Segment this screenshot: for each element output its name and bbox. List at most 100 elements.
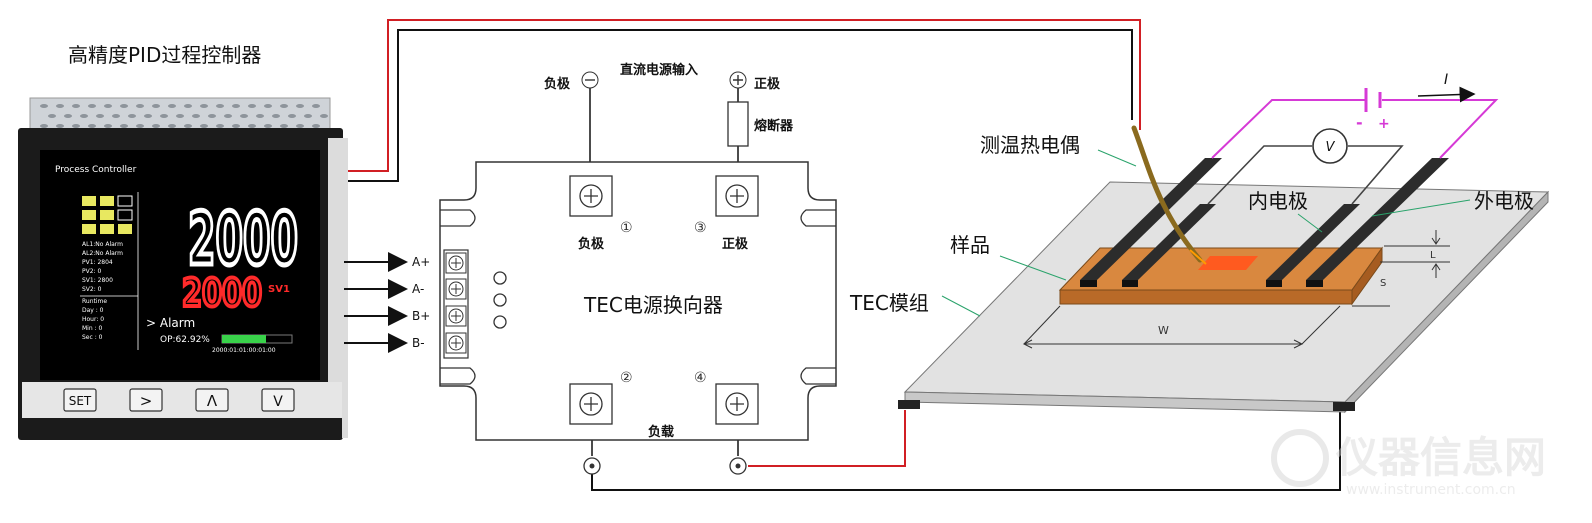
vent-hole (232, 104, 240, 108)
current-circuit (1211, 88, 1499, 159)
inner-electrode-left (1122, 204, 1216, 280)
input-label: B+ (412, 309, 430, 323)
status-indicators (82, 195, 133, 234)
set-button[interactable]: SET (63, 388, 97, 412)
status-line: PV1: 2804 (82, 259, 113, 266)
indicator-led (493, 315, 507, 329)
thermocouple-label: 测温热电偶 (980, 133, 1080, 157)
vent-hole (120, 124, 128, 128)
vent-hole (80, 114, 88, 118)
status-line: AL2:No Alarm (82, 250, 123, 257)
watermark: 仪器信息网 www.instrument.com.cn (1271, 429, 1546, 498)
input-terminal-block (443, 249, 469, 359)
vent-hole (168, 124, 176, 128)
pv-display: 2000 (188, 197, 298, 281)
watermark-url: www.instrument.com.cn (1346, 482, 1516, 498)
controller-title: 高精度PID过程控制器 (68, 43, 261, 67)
indicator-led (493, 293, 507, 307)
battery-minus: - (1356, 113, 1363, 132)
load-terminal-neg-dot (589, 463, 595, 469)
vent-hole (64, 114, 72, 118)
runtime-line: Min : 0 (82, 325, 102, 332)
tec-module-label: TEC模组 (849, 291, 929, 315)
vent-hole (88, 124, 96, 128)
vent-hole (296, 104, 304, 108)
terminal-1 (569, 175, 613, 217)
pos-pole-label: 正极 (722, 236, 749, 252)
heater-pad (1198, 256, 1258, 270)
down-button-label: V (273, 394, 283, 410)
input-screw (445, 305, 467, 327)
vent-hole (192, 114, 200, 118)
outer-electrode-left-side (1080, 280, 1097, 287)
down-button[interactable]: V (261, 388, 295, 412)
vent-hole (296, 124, 304, 128)
red-wire (342, 19, 1141, 172)
dimensions (1022, 230, 1450, 349)
dim-w-ext (1023, 305, 1061, 345)
controller-screen (40, 150, 320, 380)
op-text: OP:62.92% (160, 335, 210, 345)
voltage-wire (1348, 145, 1404, 205)
vent-hole (104, 104, 112, 108)
sv-display: 2000 (182, 271, 262, 315)
sample-setup: - + I V W L S (849, 72, 1550, 414)
status-line: PV2: 0 (82, 268, 101, 275)
datetime-text: 2000:01:01:00:01:00 (212, 347, 276, 354)
vent-hole (304, 114, 312, 118)
tec-lead-left (898, 400, 920, 409)
watermark-logo-icon (1271, 429, 1329, 487)
input-label: A+ (412, 255, 430, 269)
signal-arrows (344, 252, 408, 353)
mount-slot (440, 367, 476, 385)
leader-sample (999, 255, 1067, 281)
plus-symbol-cross (733, 75, 743, 85)
vent-hole (120, 104, 128, 108)
vent-hole (152, 104, 160, 108)
vent-hole (56, 104, 64, 108)
vent-hole (264, 124, 272, 128)
pos-terminal-label: 正极 (754, 76, 781, 92)
current-arrow-icon (1417, 86, 1476, 103)
input-screw (445, 252, 467, 274)
vent-hole (136, 124, 144, 128)
right-button[interactable]: > (129, 388, 163, 412)
current-label: I (1444, 72, 1448, 88)
leader-inner-electrode (1297, 213, 1323, 233)
button-strip-bottom (22, 418, 342, 438)
voltmeter-icon (1312, 128, 1348, 164)
dim-w-ext (1301, 305, 1341, 345)
terminal-3 (715, 175, 759, 217)
vent-hole (184, 104, 192, 108)
terminal-number: ② (620, 370, 633, 386)
vent-hole (280, 104, 288, 108)
dim-l-label: L (1430, 250, 1436, 261)
mount-slot (440, 209, 476, 227)
vent-hole (216, 124, 224, 128)
vent-hole (160, 114, 168, 118)
pid-controller: 高精度PID过程控制器 Process Controller AL1:No Al… (18, 43, 348, 440)
vent-hole (184, 124, 192, 128)
vent-hole (312, 104, 320, 108)
dim-s-label: S (1380, 278, 1386, 289)
vent-hole (168, 104, 176, 108)
vent-hole (48, 114, 56, 118)
vent-hole (200, 124, 208, 128)
up-button[interactable]: Λ (195, 388, 229, 412)
vent-hole (216, 104, 224, 108)
fuse-label: 熔断器 (754, 118, 794, 134)
voltage-circuit (1207, 145, 1404, 205)
vent-hole (72, 104, 80, 108)
vent-hole (312, 124, 320, 128)
switcher-name: TEC电源换向器 (583, 293, 723, 317)
vent-hole (224, 114, 232, 118)
leader-tec (941, 295, 981, 317)
outer-electrode-label: 外电极 (1474, 189, 1534, 213)
outer-electrode-left (1080, 158, 1222, 280)
tec-lead-right (1333, 402, 1355, 411)
op-bar-fill (222, 335, 266, 343)
vent-hole (248, 104, 256, 108)
vent-hole (320, 114, 328, 118)
load-black-wire (591, 412, 1341, 491)
